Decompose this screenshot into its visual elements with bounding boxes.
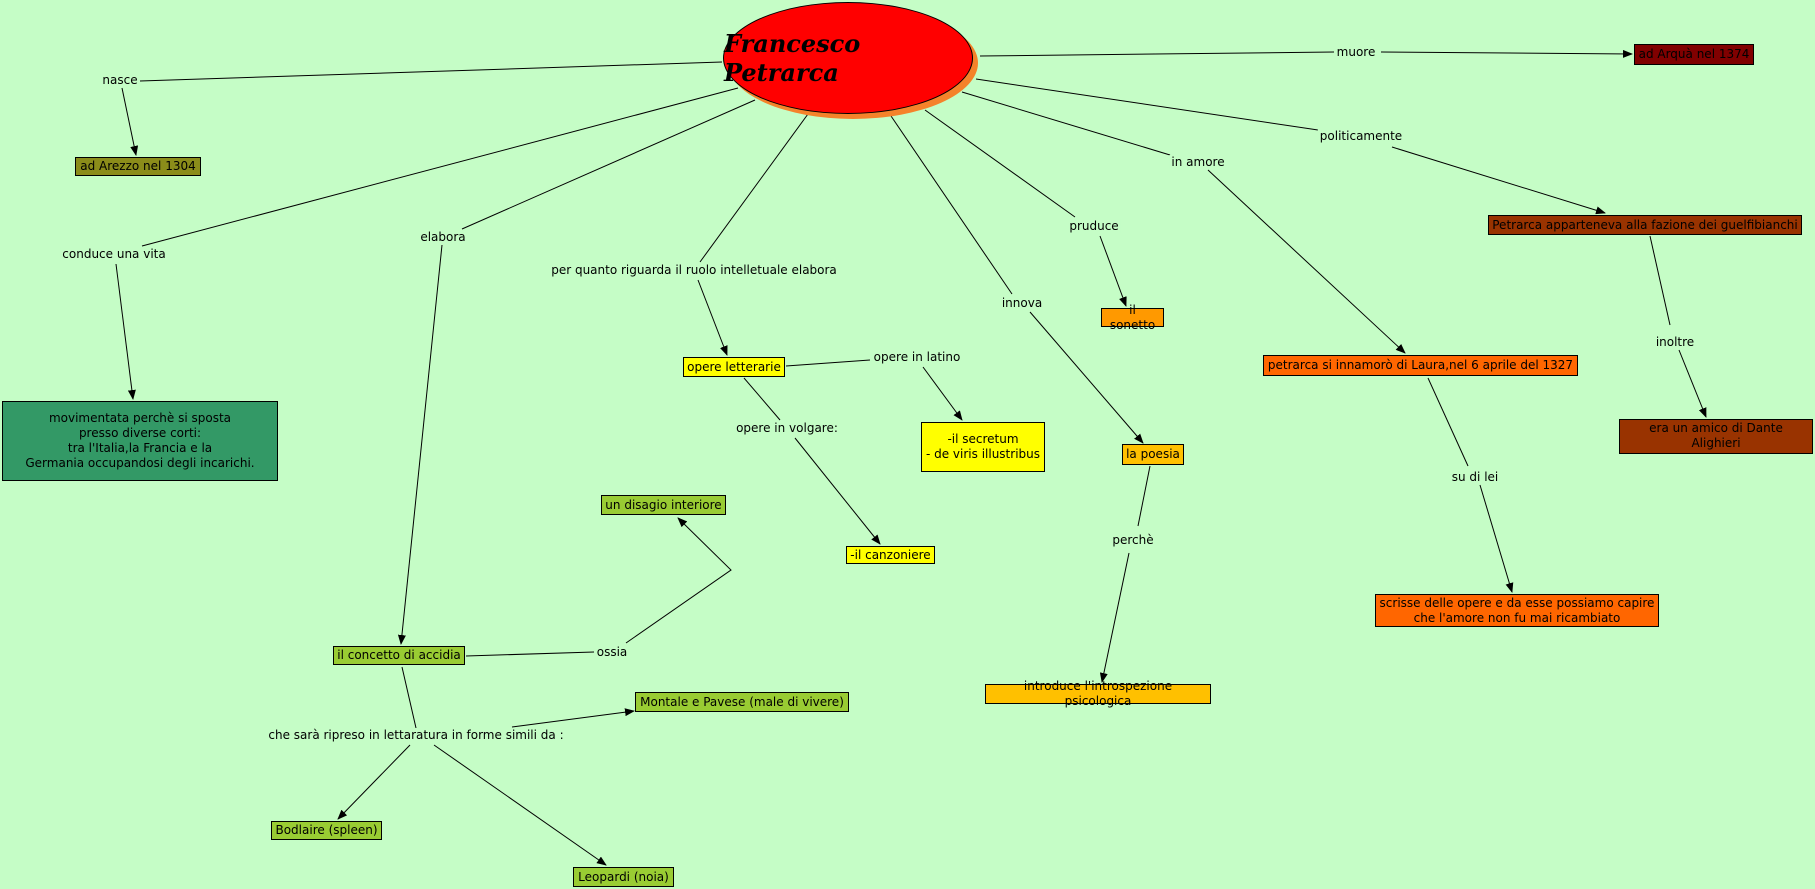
link-accidia-ossia xyxy=(465,651,595,657)
node-laura[interactable]: petrarca si innamorò di Laura,nel 6 apri… xyxy=(1263,355,1578,376)
link-pruduce-sonetto xyxy=(1099,235,1127,307)
link-ripreso-leopardi xyxy=(433,744,607,866)
link-perche-introspezione xyxy=(1099,552,1130,683)
node-opere[interactable]: opere letterarie xyxy=(683,357,785,377)
link-nasce-arezzo xyxy=(121,87,139,156)
label-innova: innova xyxy=(999,296,1045,310)
link-latino-secretum xyxy=(922,366,963,421)
node-secretum[interactable]: -il secretum - de viris illustribus xyxy=(921,422,1045,472)
link-center-ruolo xyxy=(699,113,809,263)
node-montale[interactable]: Montale e Pavese (male di vivere) xyxy=(635,692,849,712)
link-sudilei-scrisse xyxy=(1479,484,1514,593)
link-opere-volgare xyxy=(743,377,781,421)
link-accidia-ripreso xyxy=(401,666,417,729)
node-introspezione[interactable]: introduce l'introspezione psicologica xyxy=(985,679,1211,708)
node-dante[interactable]: era un amico di Dante Alighieri xyxy=(1619,419,1813,454)
label-muore: muore xyxy=(1334,45,1378,59)
link-muore-arqua xyxy=(1380,49,1633,58)
link-elabora-accidia xyxy=(397,244,443,645)
link-innova-poesia xyxy=(1029,311,1144,444)
node-arqua[interactable]: ad Arquà nel 1374 xyxy=(1634,44,1754,65)
label-amore: in amore xyxy=(1169,155,1227,169)
label-conduce: conduce una vita xyxy=(60,247,168,261)
label-inoltre: inoltre xyxy=(1653,335,1697,349)
link-center-elabora xyxy=(461,99,756,230)
link-center-innova xyxy=(890,115,1013,295)
link-guelfi-inoltre xyxy=(1649,235,1671,326)
central-node-title[interactable]: Francesco Petrarca xyxy=(723,2,973,114)
label-perche: perchè xyxy=(1110,533,1156,547)
link-poesia-perche xyxy=(1137,465,1151,527)
label-ruolo: per quanto riguarda il ruolo intelletual… xyxy=(549,263,839,277)
label-pruduce: pruduce xyxy=(1067,219,1121,233)
label-ossia: ossia xyxy=(594,645,630,659)
link-ossia-disagio xyxy=(625,517,732,644)
label-politicamente: politicamente xyxy=(1317,129,1405,143)
node-vita[interactable]: movimentata perchè si sposta presso dive… xyxy=(2,401,278,481)
node-arezzo[interactable]: ad Arezzo nel 1304 xyxy=(75,157,201,176)
node-poesia[interactable]: la poesia xyxy=(1122,444,1184,465)
link-center-amore xyxy=(961,91,1171,156)
link-ruolo-opere xyxy=(697,279,728,356)
node-guelfi[interactable]: Petrarca apparteneva alla fazione dei gu… xyxy=(1488,215,1802,235)
link-amore-laura xyxy=(1207,169,1406,354)
node-canzoniere[interactable]: -il canzoniere xyxy=(846,546,935,564)
link-volgare-canzoniere xyxy=(794,437,881,545)
label-volgare: opere in volgare: xyxy=(734,421,840,435)
link-center-conduce xyxy=(141,87,739,247)
node-leopardi[interactable]: Leopardi (noia) xyxy=(573,867,674,887)
link-ripreso-montale xyxy=(511,708,635,728)
label-sudilei: su di lei xyxy=(1449,470,1501,484)
link-ripreso-bodlaire xyxy=(337,744,411,820)
label-ripreso: che sarà ripreso in lettaratura in forme… xyxy=(266,728,566,742)
central-node[interactable]: Francesco Petrarca xyxy=(723,2,979,120)
label-latino: opere in latino xyxy=(871,350,963,364)
label-elabora: elabora xyxy=(418,230,468,244)
label-nasce: nasce xyxy=(100,73,140,87)
node-scrisse[interactable]: scrisse delle opere e da esse possiamo c… xyxy=(1375,594,1659,627)
link-conduce-vita xyxy=(115,263,136,400)
link-center-politicamente xyxy=(975,78,1319,131)
node-sonetto[interactable]: il sonetto xyxy=(1101,303,1164,332)
link-center-pruduce xyxy=(924,109,1076,218)
node-disagio[interactable]: un disagio interiore xyxy=(601,495,726,515)
node-accidia[interactable]: il concetto di accidia xyxy=(333,646,465,665)
link-center-nasce xyxy=(139,61,723,82)
link-opere-latino xyxy=(785,359,871,367)
link-politicamente-guelfi xyxy=(1391,146,1606,215)
link-inoltre-dante xyxy=(1678,349,1707,418)
link-laura-sudilei xyxy=(1427,377,1469,467)
link-center-muore xyxy=(979,51,1335,57)
node-bodlaire[interactable]: Bodlaire (spleen) xyxy=(271,821,382,840)
